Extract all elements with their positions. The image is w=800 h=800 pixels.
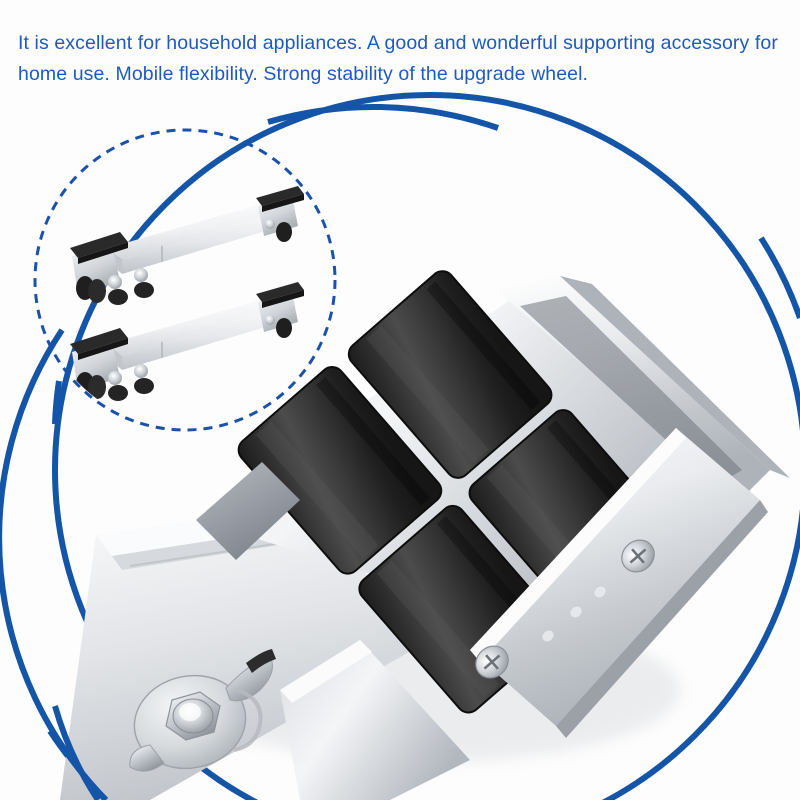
- roller-bar-top: [70, 186, 304, 305]
- bolt-head: [172, 698, 214, 734]
- wheel-bolt: [265, 315, 275, 325]
- large-blue-circle-arc: [52, 92, 800, 800]
- support-rail: [60, 505, 430, 800]
- accent-top-right-tick: [758, 236, 800, 319]
- caster-wheel: [76, 372, 94, 396]
- carriage-front-plate: [470, 428, 760, 726]
- caster-wheel: [88, 375, 106, 399]
- rubber-roller-wheel: [468, 409, 674, 618]
- accent-bottom-left: [47, 729, 111, 800]
- caster-wheel: [76, 276, 94, 300]
- carriage-back-plate: [196, 286, 700, 620]
- gusset-plate: [280, 640, 470, 800]
- phillips-screw: [475, 645, 509, 679]
- hex-collar: [165, 691, 221, 741]
- wheel-bolt: [108, 371, 122, 385]
- caster-wheel: [134, 378, 154, 394]
- phillips-screw: [621, 539, 655, 573]
- rubber-pad: [70, 232, 128, 258]
- accent-top-arc: [267, 103, 499, 131]
- rubber-roller-wheel: [347, 270, 553, 479]
- rubber-roller-wheel: [237, 366, 443, 575]
- caster-wheel: [88, 279, 106, 303]
- caster-wheel: [108, 289, 128, 305]
- accent-bottom-left-inner: [52, 705, 101, 800]
- rubber-pad: [256, 282, 304, 302]
- page-title: It is excellent for household appliances…: [18, 32, 784, 85]
- rubber-pad: [70, 328, 128, 354]
- rubber-roller-wheel: [358, 504, 563, 714]
- large-blue-circle-arc-left: [0, 328, 109, 800]
- wing-right: [225, 655, 273, 702]
- wing-left: [129, 744, 165, 772]
- end-block-right: [258, 196, 298, 236]
- wheel-bolt: [134, 268, 148, 282]
- rivet-dimples: [542, 586, 606, 642]
- caster-wheel: [276, 222, 292, 242]
- accent-left-short: [52, 380, 62, 425]
- end-block-right: [258, 292, 298, 332]
- wing-nut-thumbscrew: [129, 649, 276, 772]
- wheel-bolt: [134, 364, 148, 378]
- inset-dashed-circle: [33, 128, 337, 432]
- bracket-top-rail: [496, 276, 770, 500]
- wheel-bolt: [108, 275, 122, 289]
- rubber-pad: [256, 186, 304, 206]
- product-shadow: [180, 618, 680, 762]
- roller-carriage: [196, 270, 790, 738]
- caster-wheel: [108, 385, 128, 401]
- caster-wheel: [134, 282, 154, 298]
- washer-plate: [134, 675, 246, 769]
- roller-bar-bottom: [70, 282, 304, 401]
- end-block-left: [72, 244, 120, 294]
- caster-wheel: [276, 318, 292, 338]
- end-block-left: [72, 340, 120, 390]
- wheel-bolt: [265, 219, 275, 229]
- carriage-left-cap: [196, 462, 300, 560]
